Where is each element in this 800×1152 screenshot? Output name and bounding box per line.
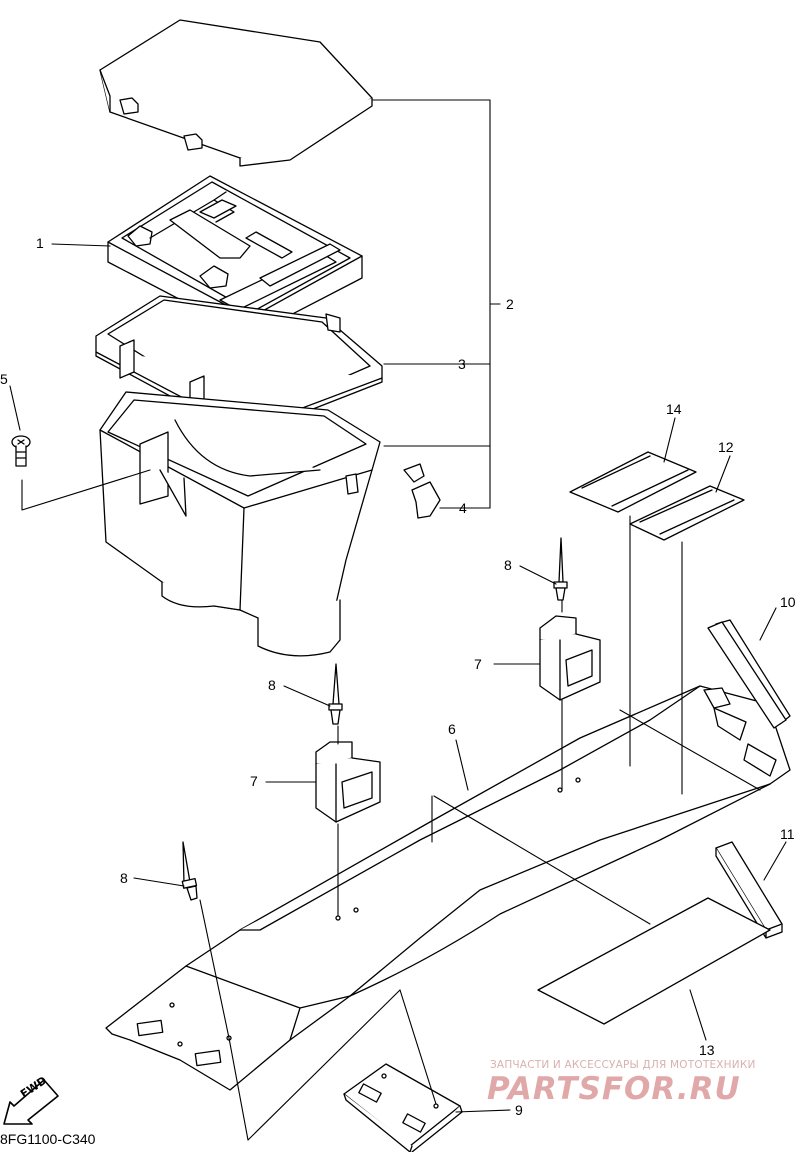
callout-9: 9 <box>515 1102 523 1118</box>
storage-box <box>99 391 381 657</box>
bracket-lower <box>315 741 381 823</box>
callout-3: 3 <box>458 356 466 372</box>
callout-10: 10 <box>780 594 796 610</box>
label-sheet-14 <box>569 451 697 513</box>
callout-14: 14 <box>666 401 682 417</box>
callout-5: 5 <box>0 371 8 387</box>
clip-part <box>403 463 441 519</box>
diagram-code: 8FG1100-C340 <box>0 1131 96 1147</box>
plate-part <box>343 1063 463 1152</box>
callout-13: 13 <box>699 1042 715 1058</box>
bracket-upper <box>539 615 601 701</box>
label-sheet-12 <box>629 485 745 541</box>
callout-6: 6 <box>448 721 456 737</box>
callout-8-upper: 8 <box>504 557 512 573</box>
callout-8-middle: 8 <box>268 677 276 693</box>
strap-part <box>707 619 791 729</box>
callout-4: 4 <box>459 500 467 516</box>
watermark-logo: PARTSFOR.RU <box>487 1071 741 1107</box>
callout-8-lower: 8 <box>120 870 128 886</box>
storage-lid <box>99 19 373 167</box>
watermark-tagline: ЗАПЧАСТИ И АКСЕССУАРЫ ДЛЯ МОТОТЕХНИКИ <box>490 1059 756 1071</box>
bolt-part <box>11 435 31 467</box>
forward-arrow-icon <box>3 1079 59 1125</box>
floor-panel <box>105 685 791 1091</box>
callout-12: 12 <box>718 439 734 455</box>
label-sheet-13 <box>537 897 771 1025</box>
rivet-part-lower <box>181 841 198 901</box>
rivet-part-middle <box>328 663 343 725</box>
callout-7-upper: 7 <box>474 656 482 672</box>
callout-1: 1 <box>36 235 44 251</box>
callout-7-lower: 7 <box>250 773 258 789</box>
rivet-part-upper <box>553 537 568 601</box>
callout-11: 11 <box>780 826 795 842</box>
frame <box>95 295 383 437</box>
tool-tray <box>107 175 363 337</box>
damper-part <box>715 841 783 939</box>
leader-lines <box>9 99 787 1141</box>
callout-2: 2 <box>506 296 514 312</box>
